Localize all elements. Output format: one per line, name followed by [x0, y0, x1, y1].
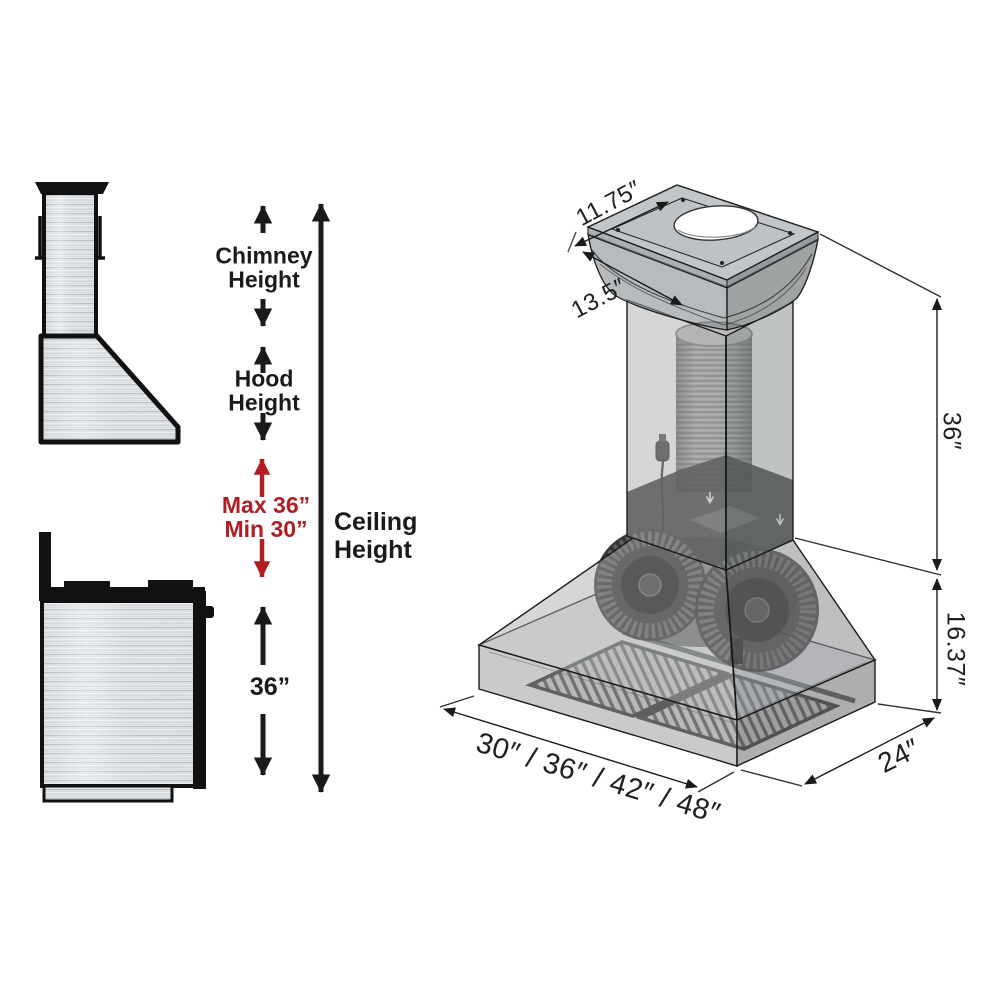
chimney-height-line1: Chimney	[215, 242, 313, 269]
ceiling-height-line2: Height	[334, 536, 412, 564]
dimension-lines	[439, 201, 942, 793]
ceiling-height-label: Ceiling Height	[334, 508, 417, 564]
dim-hood-height: 16.37″	[941, 611, 970, 687]
chimney-left-face	[626, 299, 727, 571]
chimney-height-label: Chimney Height	[215, 244, 312, 291]
dim-line-24	[804, 717, 935, 785]
base-front-right-face	[736, 658, 876, 768]
chimney-right-face	[725, 300, 794, 572]
dim-line-widths	[443, 707, 698, 789]
dim-line-11-75	[574, 201, 669, 247]
hood-side-view-illustration	[35, 182, 181, 445]
mount-max-label: Max 36”	[221, 492, 311, 519]
dim-line-13-5	[582, 251, 683, 306]
duct-hole	[673, 205, 759, 241]
hood-3d-drawing	[439, 184, 942, 793]
mount-min-label: Min 30”	[224, 516, 308, 543]
hood-height-line1: Hood	[234, 365, 294, 392]
range-to-hood-label: 36”	[249, 673, 291, 702]
dim-chimney-height: 36″	[937, 411, 966, 451]
hood-body-side-view-illustration	[39, 532, 214, 803]
blower-left	[594, 529, 706, 641]
hood-height-label: Hood Height	[228, 367, 300, 414]
hood-height-line2: Height	[228, 389, 300, 415]
ceiling-height-line1: Ceiling	[334, 508, 418, 536]
chimney-height-line2: Height	[228, 266, 300, 292]
